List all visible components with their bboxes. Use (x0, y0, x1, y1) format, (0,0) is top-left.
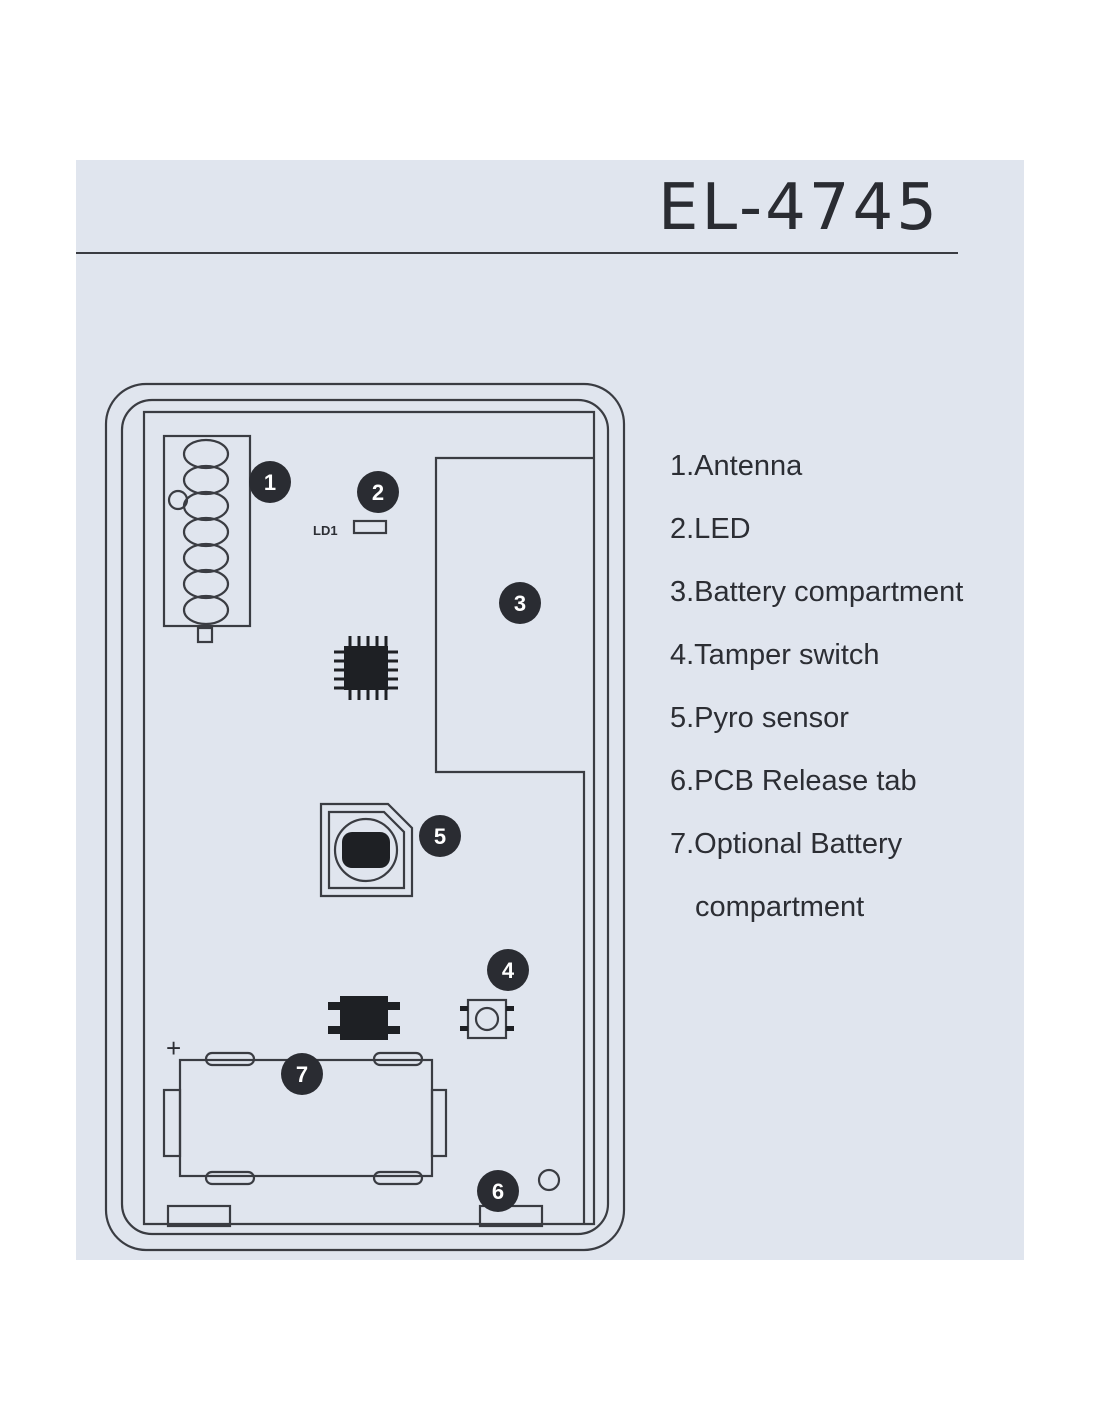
svg-text:6: 6 (492, 1179, 504, 1204)
battery-compartment-outline (434, 456, 594, 1224)
housing-inner-outline (120, 398, 610, 1236)
callout-badge-7: 7 (281, 1053, 323, 1095)
svg-text:7: 7 (296, 1062, 308, 1087)
manual-page: EL-4745 (76, 160, 1024, 1260)
legend-item-pyro-sensor: 5.Pyro sensor (670, 702, 849, 734)
pyro-sensor-outer (319, 802, 414, 898)
legend-item-battery-compartment: 3.Battery compartment (670, 576, 964, 608)
microcontroller-chip (334, 636, 398, 700)
pcb-diagram: LD1 + 1 2 3 4 5 6 7 (104, 382, 626, 1252)
svg-text:2: 2 (372, 480, 384, 505)
callout-badge-1: 1 (249, 461, 291, 503)
housing-outer-outline (104, 382, 626, 1252)
led-designator: LD1 (313, 523, 338, 538)
title-rule (76, 252, 958, 254)
callout-badge-5: 5 (419, 815, 461, 857)
svg-text:1: 1 (264, 470, 276, 495)
component-legend: 1.Antenna 2.LED 3.Battery compartment 4.… (670, 446, 963, 950)
polarity-plus-sign: + (166, 1033, 181, 1063)
led-component (352, 519, 388, 535)
callout-badge-6: 6 (477, 1170, 519, 1212)
pyro-sensor-ring (333, 817, 399, 883)
callout-badge-4: 4 (487, 949, 529, 991)
svg-text:4: 4 (502, 958, 515, 983)
tamper-switch-body (466, 998, 508, 1040)
antenna-coil (167, 438, 230, 626)
bottom-tab-left (166, 1204, 232, 1228)
legend-item-optional-battery: 7.Optional Battery (670, 828, 903, 860)
model-title: EL-4745 (658, 171, 940, 245)
antenna-terminal (196, 626, 214, 644)
release-tab-hole (537, 1168, 561, 1192)
pyro-sensor-inner (327, 810, 406, 890)
legend-item-tamper-switch: 4.Tamper switch (670, 639, 880, 671)
pyro-sensor-window (342, 832, 390, 868)
legend-item-led: 2.LED (670, 513, 751, 545)
tamper-switch-button (474, 1006, 500, 1032)
tamper-switch-legs (460, 1006, 514, 1031)
antenna-frame (162, 434, 252, 628)
svg-text:5: 5 (434, 824, 446, 849)
callout-badge-3: 3 (499, 582, 541, 624)
legend-item-antenna: 1.Antenna (670, 450, 803, 482)
legend-item-optional-battery-continued: compartment (695, 891, 865, 923)
svg-text:3: 3 (514, 591, 526, 616)
smd-component (328, 996, 400, 1040)
pcb-outline (142, 410, 596, 1226)
callout-badge-2: 2 (357, 471, 399, 513)
legend-item-pcb-release-tab: 6.PCB Release tab (670, 765, 917, 797)
